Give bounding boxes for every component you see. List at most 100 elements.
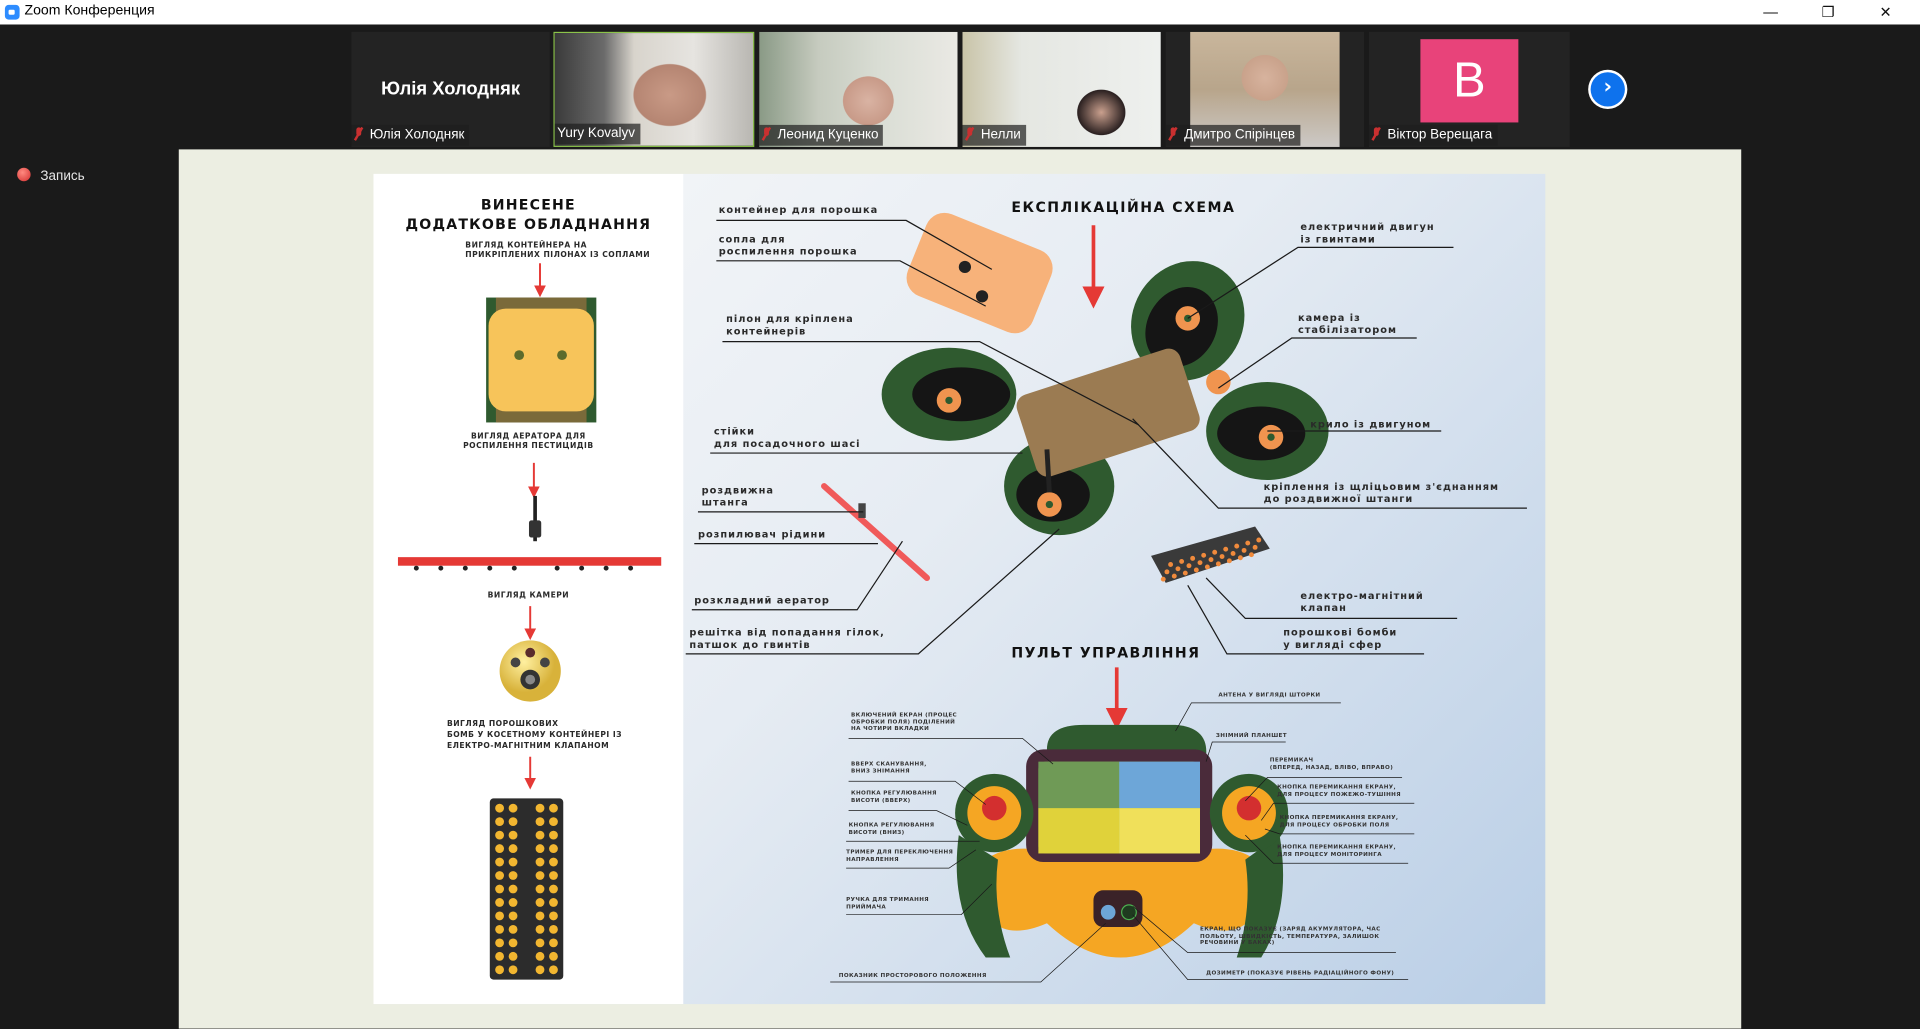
record-icon — [17, 167, 31, 182]
participant-tile[interactable]: Юлія Холодняк Юлія Холодняк — [351, 31, 550, 147]
bomb-sphere — [535, 898, 545, 907]
bomb-sphere — [508, 924, 518, 934]
bomb-sphere — [1190, 555, 1196, 561]
remote-label: тример для переключення направлення — [846, 849, 954, 863]
mic-muted-icon — [354, 127, 365, 140]
mic-muted-icon — [1371, 127, 1382, 140]
remote-label: показник простoрового положення — [838, 973, 987, 980]
bomb-sphere — [495, 924, 505, 934]
bomb-sphere — [535, 817, 545, 827]
bomb-sphere — [495, 844, 505, 853]
extendable-boom-image — [821, 483, 931, 582]
participant-name: Yury Kovalyv — [554, 123, 640, 145]
bomb-sphere — [508, 830, 518, 840]
bomb-sphere — [508, 965, 518, 975]
bomb-sphere — [508, 844, 518, 853]
recording-indicator[interactable]: Запись — [17, 167, 85, 184]
zoom-app-icon — [4, 4, 20, 20]
remote-title: ПУЛЬТ УПРАВЛІННЯ — [1011, 644, 1201, 662]
participant-name: Віктор Верещага — [1368, 124, 1498, 146]
remote-label: вверх сканування, вниз знімання — [851, 761, 927, 775]
bomb-sphere — [1186, 563, 1192, 569]
bomb-sphere — [535, 938, 545, 948]
bomb-sphere — [1223, 546, 1229, 552]
bomb-sphere — [495, 871, 505, 880]
avatar: B — [1420, 39, 1519, 123]
participant-tile[interactable]: B Віктор Верещага — [1368, 31, 1570, 147]
bomb-sphere — [549, 803, 558, 813]
bomb-sphere — [495, 817, 505, 827]
aerator-caption: вигляд аератора для роспилення пестициді… — [463, 432, 594, 451]
bomb-sphere — [495, 951, 505, 961]
bomb-sphere — [535, 965, 545, 975]
scheme-title: ЕКСПЛІКАЦІЙНА СХЕМА — [1011, 198, 1236, 216]
participant-strip: Юлія Холодняк Юлія Холодняк Yury Kovalyv… — [0, 31, 1920, 147]
participant-name: Юлія Холодняк — [351, 124, 470, 146]
remote-label: кнопка регулювання висоти (вниз) — [848, 822, 935, 837]
bomb-sphere — [495, 938, 505, 948]
remote-label: дозиметр (показує рівень радіаційного фо… — [1206, 971, 1395, 978]
container-caption: вигляд контейнера на прикріплених пілона… — [465, 241, 651, 260]
bomb-sphere — [495, 857, 505, 867]
scheme-label: кріплення із щліцьовим з'єднанням до роз… — [1263, 481, 1499, 505]
bomb-sphere — [1215, 561, 1221, 567]
scheme-label: камера із стабілізатором — [1297, 312, 1397, 336]
bomb-sphere — [495, 884, 505, 894]
window-title: Zoom Конференция — [24, 3, 155, 19]
bomb-sphere — [1193, 567, 1199, 573]
aerator-image — [397, 495, 662, 571]
bomb-sphere — [1160, 576, 1166, 582]
bomb-sphere — [535, 871, 545, 880]
minimize-button[interactable]: — — [1763, 3, 1778, 21]
scheme-label: крило із двигуном — [1310, 418, 1432, 430]
next-page-button[interactable]: › — [1588, 69, 1628, 109]
bomb-sphere — [549, 951, 558, 961]
scheme-label: сопла для роспилення порошка — [718, 233, 858, 258]
restore-button[interactable]: ❐ — [1821, 3, 1835, 21]
bomb-sphere — [508, 803, 518, 813]
mic-muted-icon — [1168, 127, 1179, 140]
bomb-sphere — [1256, 537, 1262, 543]
bomb-sphere — [495, 965, 505, 975]
participant-tile[interactable]: Нелли — [962, 31, 1161, 147]
bomb-sphere — [508, 871, 518, 880]
drone-image — [881, 212, 1329, 536]
bomb-sphere — [495, 898, 505, 907]
participant-tile[interactable]: Леонид Куценко — [759, 31, 958, 147]
bomb-sphere — [1171, 573, 1177, 579]
equipment-title: ВИНЕСЕНЕ ДОДАТКОВЕ ОБЛАДНАННЯ — [405, 195, 652, 233]
bomb-sphere — [549, 924, 558, 934]
bomb-sphere — [549, 844, 558, 853]
participant-name: Нелли — [962, 124, 1026, 146]
participant-tile[interactable]: Дмитро Спірінцев — [1165, 31, 1365, 147]
bomb-sphere — [535, 830, 545, 840]
bomb-sphere — [549, 911, 558, 921]
bomb-sphere — [1201, 552, 1207, 558]
bomb-sphere — [508, 951, 518, 961]
bomb-sphere — [1245, 540, 1251, 546]
scheme-label: роздвижна штанга — [701, 484, 774, 509]
bomb-sphere — [535, 884, 545, 894]
remote-label: знімний планшет — [1215, 733, 1287, 740]
bomb-sphere — [549, 871, 558, 880]
bomb-container-image — [489, 798, 564, 980]
bomb-sphere — [1164, 569, 1170, 575]
bomb-sphere — [549, 898, 558, 907]
bomb-sphere — [1237, 555, 1243, 561]
bombs-caption: вигляд порошкових бомб у косетному конте… — [446, 720, 623, 751]
scheme-label: порошкові бомби у вигляді сфер — [1283, 626, 1398, 651]
bomb-sphere — [1179, 558, 1185, 564]
scheme-label: електро-магнітний клапан — [1300, 590, 1424, 614]
close-button[interactable]: ✕ — [1879, 3, 1892, 21]
bomb-sphere — [549, 857, 558, 867]
bomb-sphere — [535, 951, 545, 961]
title-bar: Zoom Конференция — ❐ ✕ — [0, 0, 1920, 25]
powder-bomb-block-image — [1151, 526, 1270, 583]
bomb-sphere — [508, 911, 518, 921]
participant-tile[interactable]: Yury Kovalyv — [553, 31, 755, 147]
leader-lines — [685, 219, 1527, 983]
scheme-label: пілон для кріплена контейнерів — [726, 313, 854, 337]
bomb-sphere — [508, 938, 518, 948]
bomb-sphere — [495, 803, 505, 813]
bomb-sphere — [1248, 552, 1254, 558]
